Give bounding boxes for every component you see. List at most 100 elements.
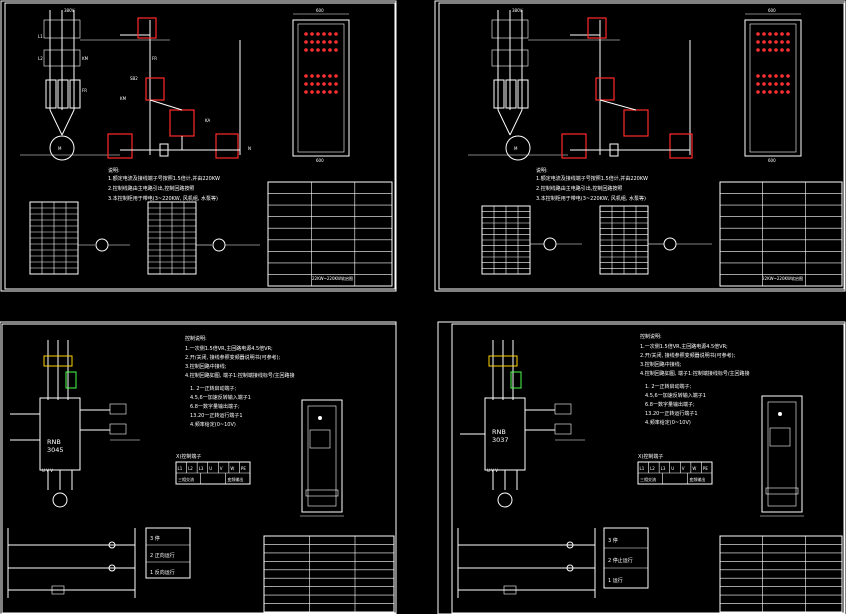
power-circuit: M 380V [468,8,620,161]
note-line: 4.控制回路如图, 端子1:控制端接线标号/主回路接 [185,372,295,379]
note-line: 2.控制线路由主电路引出,控制回路按照 [108,185,194,192]
svg-text:L1: L1 [38,34,43,39]
panel-line: 2 停止运行 [608,557,633,564]
device-label: RNB [492,428,506,436]
indicator-light [762,90,766,94]
svg-text:KM: KM [82,56,89,61]
sheet-frame [434,0,846,292]
indicator-light [310,32,314,36]
svg-text:FR: FR [82,88,87,93]
cabinet-elevation [300,399,344,517]
indicator-light [762,74,766,78]
indicator-light [762,40,766,44]
indicator-light [310,74,314,78]
terminal-cell: V [220,466,223,471]
indicator-light [334,82,338,86]
device-model: 3037 [492,436,509,444]
indicator-light [786,48,790,52]
indicator-light [310,90,314,94]
note-line: 6.8一数字量输出端子; [645,401,695,408]
svg-text:N: N [248,146,251,151]
parts-table-left [29,201,130,275]
indicator-light [304,74,308,78]
motor-symbol [505,135,531,161]
indicator-light [768,74,772,78]
control-panel-legend: 3 停 2 正向运行 1 反向运行 [145,527,191,579]
inverter-circuit: RNB 3037 U V V [460,340,585,508]
indicator-light [322,82,326,86]
indicator-light [334,40,338,44]
indicator-light [316,74,320,78]
terminal-cell: 变频输出 [227,476,243,482]
indicator-light [756,40,760,44]
notes-block: 说明: 1.额定电流及接线端子号按照1.5倍计,并由220KW 2.控制线路由主… [536,167,648,202]
indicator-light [780,32,784,36]
indicator-light [786,74,790,78]
terminal-cell: U [209,466,212,471]
indicator-light [762,82,766,86]
svg-text:KM: KM [120,96,127,101]
terminal-cell: U [671,466,674,471]
indicator-light [322,32,326,36]
inverter-circuit: RNB 3045 U V V [10,340,140,508]
motor-symbol [52,492,68,508]
indicator-light [310,82,314,86]
terminal-cell: L2 [650,466,655,471]
cabinet-top-label: 600 [316,8,324,13]
indicator-light [756,32,760,36]
note-line: 4.控制回路如图, 端子1:控制端接线标号/主回路接 [640,370,750,377]
note-line: 6.8一数字量输出端子; [190,403,240,410]
parts-table-left [481,205,582,275]
note-line: 13.20一正转运行端子1 [190,412,243,419]
indicator-light [310,48,314,52]
indicator-light [768,40,772,44]
notes-header: 控制说明: [185,335,207,342]
note-line: 2.控制线路由主电路引出,控制回路按照 [536,185,622,192]
terminal-cell: L3 [661,466,666,471]
highlight-box [137,17,157,39]
svg-text:L2: L2 [38,56,43,61]
terminal-cell: L1 [640,466,645,471]
highlight-box [107,133,133,159]
indicator-light [768,48,772,52]
motor-symbol [497,492,513,508]
cabinet-elevation: 600 600 [744,8,802,163]
title-block: 22KW~220KW软启图 [719,181,843,287]
note-line: 1.额定电流及接线端子号按照1.5倍计,并由220KW [108,175,220,182]
cabinet-elevation: 600 600 [292,8,350,163]
indicator-light [304,48,308,52]
terminal-cell: L3 [199,466,204,471]
indicator-light [304,90,308,94]
note-line: 4.频率给定(0~10V) [190,421,236,428]
panel-line: 1 反向运行 [150,569,175,576]
terminal-cell: W [230,466,234,471]
indicator-light [316,40,320,44]
highlight-box [587,17,607,39]
terminal-cell: W [692,466,696,471]
svg-text:M: M [514,146,518,151]
highlight-box [215,133,239,159]
indicator-light [322,48,326,52]
terminal-cell: 三相交流 [640,476,656,482]
note-line: 2.开/关闭, 接线参照变频器说明书(可参考); [185,354,281,361]
parts-table-right [147,201,260,275]
terminal-cell: L1 [178,466,183,471]
terminal-cell: PE [703,466,708,471]
indicator-light [780,82,784,86]
terminal-cell: V [682,466,685,471]
indicator-light [328,90,332,94]
indicator-light [780,40,784,44]
notes-block: 控制说明: 1.一次侧1.5倍VR,主回路电源4.5倍VR; 2.开/关闭, 接… [640,333,750,426]
sheet-bottom-right: RNB 3037 U V V 控制说明: 1.一次侧1.5倍VR,主回路电源4.… [437,321,846,614]
note-line: 1. 2一正转启动端子; [190,385,237,392]
terminal-cell: L2 [188,466,193,471]
indicator-light [322,90,326,94]
highlight-box [623,109,649,137]
indicator-light [774,32,778,36]
terminal-cell: PE [241,466,246,471]
notes-header: 控制说明: [640,333,662,340]
terminal-cell: 变频输出 [689,476,705,482]
